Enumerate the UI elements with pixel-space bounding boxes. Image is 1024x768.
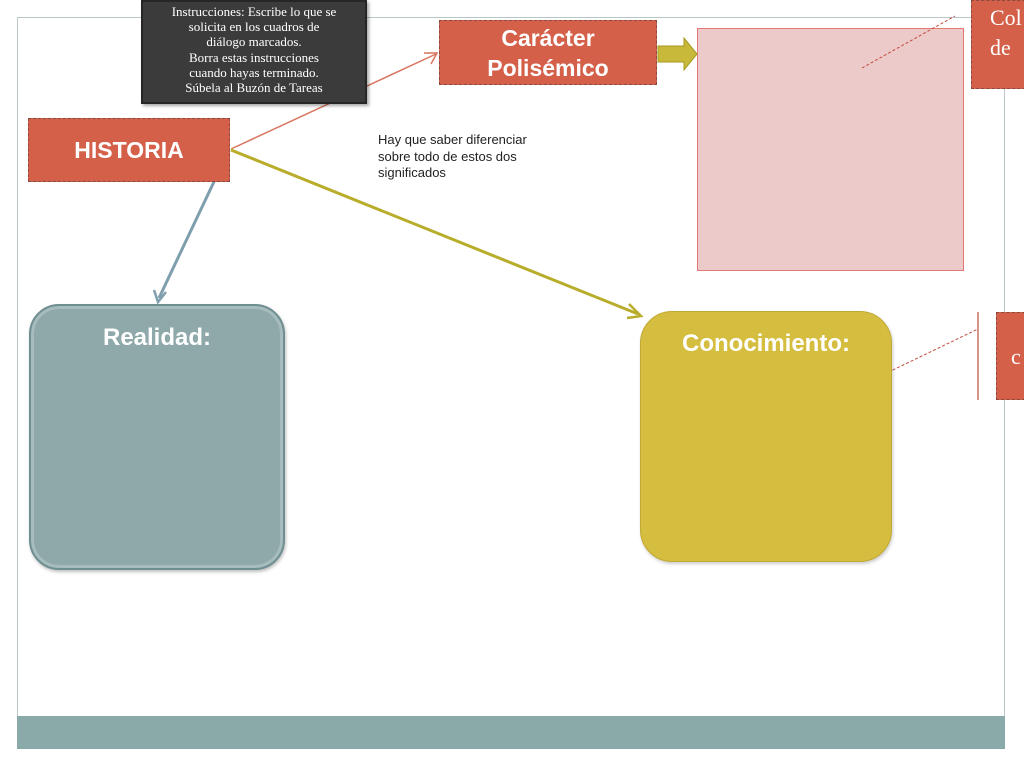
- caracter-polisemico-node[interactable]: Carácter Polisémico: [439, 20, 657, 85]
- instructions-line: Borra estas instrucciones: [189, 49, 319, 65]
- block-arrow-right: [657, 36, 698, 72]
- caracter-label-line1: Carácter: [501, 24, 595, 51]
- offscreen-callout-top-line1: Col: [990, 5, 1022, 30]
- realidad-label: Realidad:: [102, 324, 212, 351]
- realidad-box[interactable]: Realidad:: [29, 304, 285, 570]
- offscreen-callout-bottom-label: c: [1011, 344, 1021, 369]
- conocimiento-label: Conocimiento:: [682, 330, 850, 357]
- footer-bar: [17, 716, 1005, 749]
- historia-node[interactable]: HISTORIA: [28, 118, 230, 182]
- offscreen-callout-top-line2: de: [990, 35, 1011, 60]
- caracter-label-line2: Polisémico: [487, 54, 609, 81]
- historia-label: HISTORIA: [74, 136, 184, 163]
- arrowhead-conocimiento: [626, 303, 644, 320]
- instructions-line: diálogo marcados.: [206, 34, 302, 50]
- conocimiento-box[interactable]: Conocimiento:: [640, 311, 892, 562]
- arrowhead-caracter: [424, 52, 439, 65]
- arrowhead-realidad: [152, 289, 167, 305]
- instructions-line: Instrucciones: Escribe lo que se: [171, 4, 337, 19]
- offscreen-callout-bottom[interactable]: c: [996, 312, 1024, 400]
- offscreen-callout-top[interactable]: Col de: [971, 0, 1024, 89]
- callout-line-top: [861, 15, 956, 69]
- instructions-line: solicita en los cuadros de: [188, 19, 320, 35]
- instructions-box[interactable]: Instrucciones: Escribe lo que se solicit…: [141, 0, 367, 104]
- arrow-historia-to-conocimiento: [230, 148, 639, 316]
- answer-box-polisemico[interactable]: [697, 28, 964, 271]
- instructions-line: cuando hayas terminado.: [189, 64, 319, 80]
- instructions-line: Súbela al Buzón de Tareas: [185, 80, 323, 96]
- note-text: Hay que saber diferenciar sobre todo de …: [378, 132, 527, 180]
